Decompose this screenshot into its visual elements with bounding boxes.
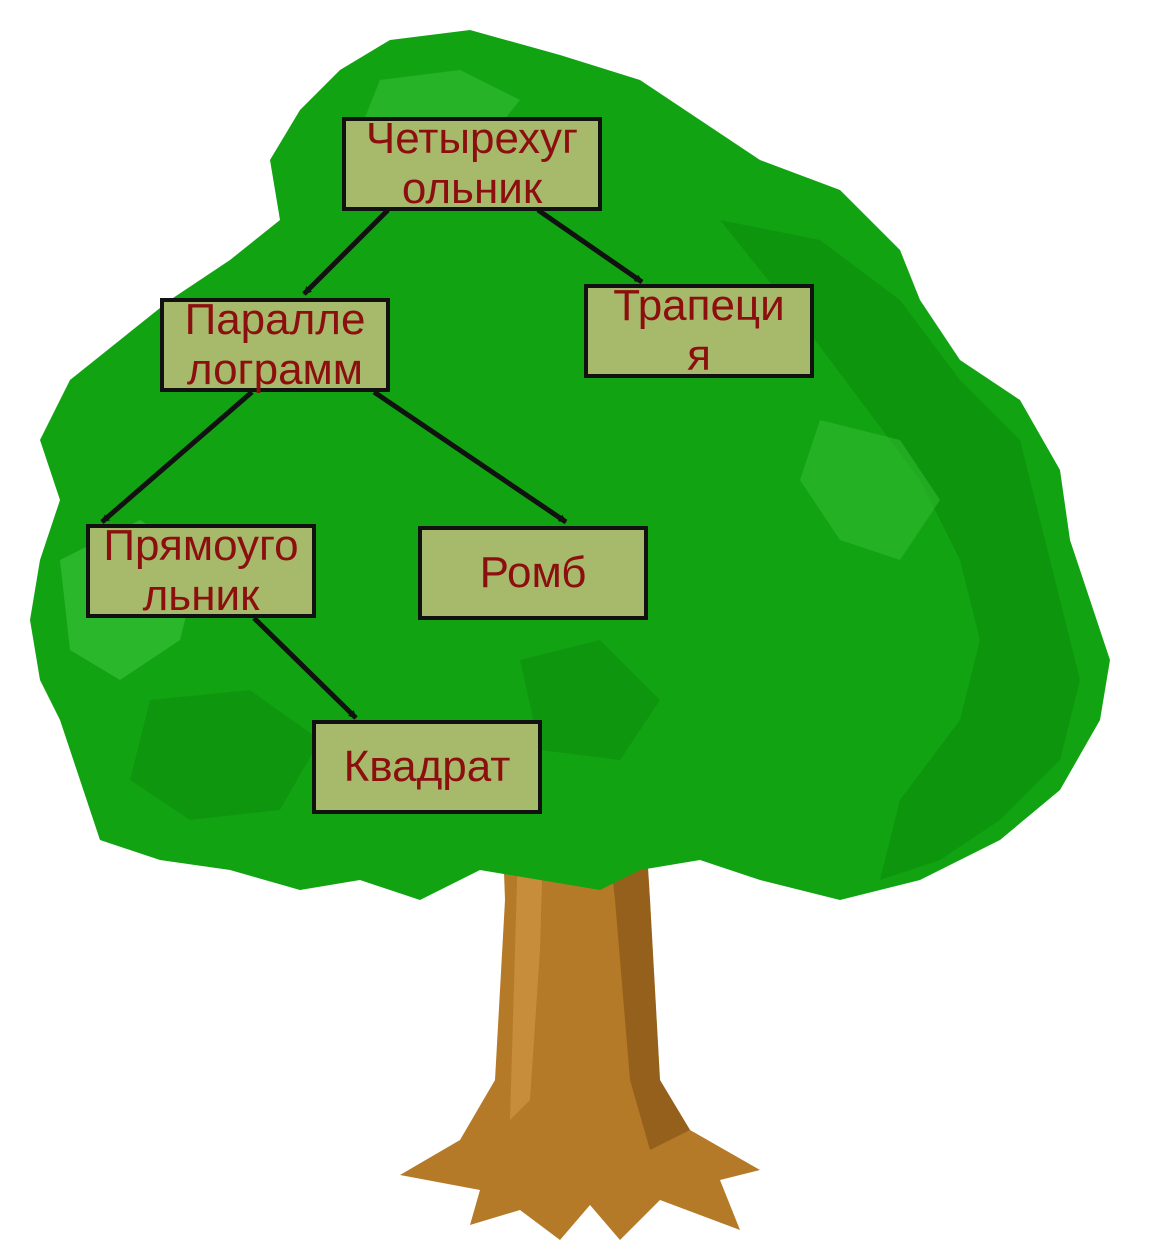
node-label: Квадрат [343, 742, 511, 791]
node-label: Параллелограмм [184, 295, 366, 394]
node-rectangle: Прямоугольник [86, 521, 316, 620]
node-label: Трапеция [613, 281, 785, 380]
node-label: Прямоугольник [103, 521, 299, 620]
arrow-rectangle-to-square [252, 616, 358, 720]
node-label: Ромб [479, 548, 587, 597]
arrow-parallelogram-to-rectangle [100, 390, 254, 524]
node-trapezoid: Трапеция [584, 281, 814, 380]
arrow-parallelogram-to-rhombus [372, 389, 568, 525]
node-quadrilateral: Четырехугольник [342, 114, 602, 213]
tree-foliage [30, 30, 1110, 900]
arrow-quadrilateral-to-parallelogram [302, 208, 390, 296]
node-parallelogram: Параллелограмм [160, 295, 390, 394]
node-rhombus: Ромб [418, 526, 648, 620]
arrows [100, 207, 644, 720]
node-label: Четырехугольник [365, 114, 579, 213]
node-square: Квадрат [312, 720, 542, 814]
arrow-quadrilateral-to-trapezoid [536, 207, 644, 285]
